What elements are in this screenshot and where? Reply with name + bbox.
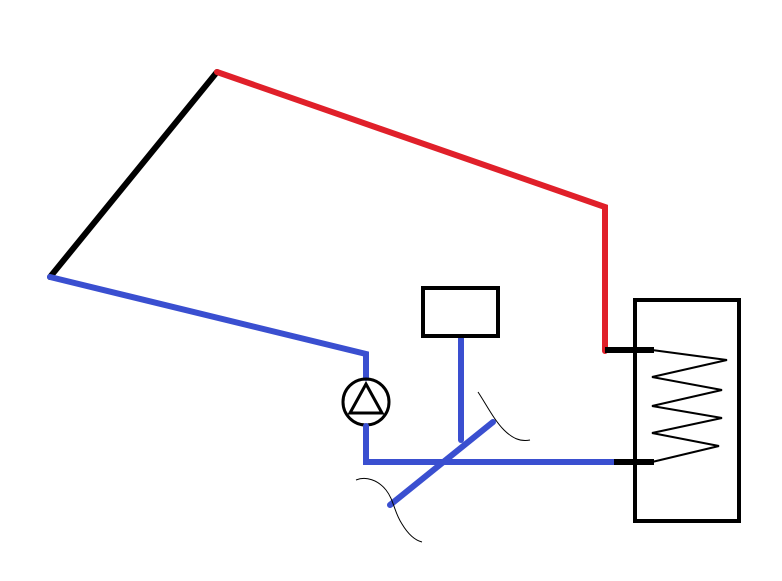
cold-return-pipe-lower [363,423,619,465]
branch-pipe [387,419,496,508]
cold-return-pipe-upper [47,274,369,381]
break-mark-upper [477,391,531,441]
pump-triangle-icon [347,380,385,415]
storage-tank [633,298,741,523]
hot-supply-pipe [214,69,608,354]
expansion-tank [421,286,500,338]
heat-exchanger-coil [651,349,728,463]
solar-collector [47,69,220,280]
break-mark-lower [355,477,423,543]
